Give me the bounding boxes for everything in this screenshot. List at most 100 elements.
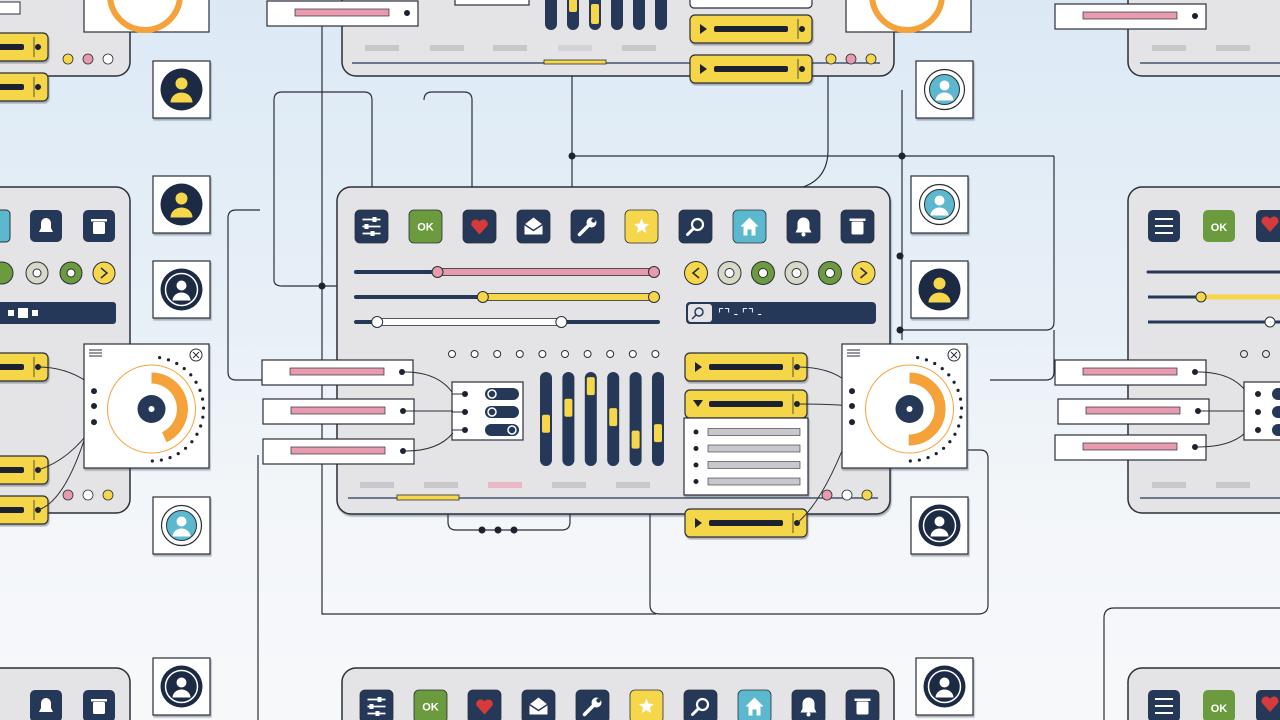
radio-dot[interactable] (448, 350, 456, 358)
equalizer-channel-2[interactable] (562, 372, 575, 466)
equalizer-channel-6[interactable] (652, 372, 664, 466)
toolbar-mail-open-button[interactable] (516, 209, 551, 244)
toggle-switch[interactable] (485, 424, 519, 436)
avatar-card[interactable] (152, 260, 211, 319)
toolbar-settings-sliders-button[interactable] (354, 209, 389, 244)
dropdown-list[interactable] (683, 417, 809, 496)
dropdown-list-item[interactable] (693, 477, 801, 486)
bottom-toolbar-search-button[interactable] (683, 689, 718, 720)
dial-widget[interactable] (83, 343, 210, 469)
dropdown-list-item[interactable] (693, 428, 801, 436)
text-field[interactable] (1057, 398, 1248, 425)
close-icon[interactable] (189, 348, 203, 362)
avatar-card[interactable] (915, 60, 974, 119)
text-field[interactable] (261, 359, 453, 393)
equalizer-knob[interactable] (564, 398, 573, 417)
radio-dot[interactable] (561, 350, 569, 358)
avatar-card[interactable] (152, 496, 211, 555)
text-field[interactable] (454, 0, 530, 6)
radio-dot[interactable] (515, 350, 524, 358)
toolbar-heart-button[interactable] (462, 209, 497, 244)
slider-1[interactable] (354, 266, 660, 278)
slider-thumb[interactable] (476, 291, 489, 303)
slider-thumb[interactable] (431, 266, 444, 278)
radio-dot[interactable] (583, 350, 592, 358)
dropdown-button[interactable] (0, 495, 49, 525)
bottom-toolbar-heart-button[interactable] (467, 689, 502, 720)
equalizer-knob[interactable] (542, 414, 550, 433)
bottom-toolbar-home-button[interactable] (737, 689, 772, 720)
toggle-switch[interactable] (485, 406, 519, 418)
dial-widget[interactable] (83, 0, 210, 33)
search-bar[interactable]: ⌜⌝ - ⌜⌝ - (686, 302, 876, 324)
carousel-plain[interactable] (784, 261, 809, 285)
equalizer-knob[interactable] (654, 424, 662, 443)
radio-dot[interactable] (628, 350, 637, 358)
dropdown-button[interactable] (689, 54, 813, 84)
bottom-toolbar-trash-button[interactable] (845, 689, 880, 720)
radio-dot[interactable] (651, 350, 660, 358)
toolbar-ok-button[interactable]: OK (408, 209, 443, 244)
avatar-card[interactable] (910, 496, 969, 555)
bottom-toolbar-ok-button[interactable]: OK (413, 689, 448, 720)
text-field[interactable] (262, 398, 453, 425)
carousel-selected[interactable] (818, 261, 842, 285)
toolbar-bell-button[interactable] (786, 209, 821, 244)
avatar-card[interactable] (910, 175, 969, 234)
carousel-arrow-right[interactable] (851, 261, 876, 285)
text-field[interactable] (1054, 432, 1246, 461)
toolbar-home-button[interactable] (732, 209, 767, 244)
text-field[interactable] (266, 0, 419, 27)
radio-dot[interactable] (606, 350, 615, 358)
slider-thumb[interactable] (648, 266, 660, 278)
toolbar-trash-button[interactable] (840, 209, 875, 244)
dropdown-list-item[interactable] (693, 444, 801, 453)
dropdown-button[interactable] (0, 455, 49, 485)
toolbar-star-button[interactable] (624, 209, 659, 244)
equalizer-channel-3[interactable] (584, 372, 597, 466)
avatar-card[interactable] (910, 260, 969, 319)
close-icon[interactable] (947, 348, 961, 362)
slider-2[interactable] (354, 291, 660, 303)
avatar-card[interactable] (152, 657, 211, 716)
equalizer-channel-5[interactable] (629, 372, 642, 466)
bottom-toolbar-star-button[interactable] (629, 689, 664, 720)
carousel-plain[interactable] (717, 261, 742, 285)
slider-3[interactable] (354, 316, 660, 328)
equalizer-knob[interactable] (586, 377, 595, 396)
dropdown-button-open[interactable] (684, 389, 808, 419)
radio-dot[interactable] (538, 350, 547, 358)
dropdown-button[interactable] (684, 508, 808, 538)
avatar-card[interactable] (152, 60, 211, 119)
bottom-toolbar-settings-sliders-button[interactable] (359, 689, 394, 720)
dropdown-button[interactable] (689, 14, 813, 44)
equalizer-channel-4[interactable] (607, 372, 620, 466)
bottom-toolbar-wrench-button[interactable] (575, 689, 610, 720)
equalizer-channel-1[interactable] (540, 372, 552, 466)
avatar-card[interactable] (915, 657, 974, 716)
dropdown-button[interactable] (0, 352, 49, 382)
text-field[interactable] (1054, 359, 1246, 391)
bottom-toolbar-mail-open-button[interactable] (521, 689, 556, 720)
slider-thumb[interactable] (648, 291, 660, 303)
dropdown-button[interactable] (0, 72, 49, 102)
text-field[interactable] (689, 0, 813, 9)
toolbar-wrench-button[interactable] (570, 209, 605, 244)
slider-thumb[interactable] (555, 316, 568, 328)
dropdown-button[interactable] (0, 32, 49, 62)
bottom-toolbar-bell-button[interactable] (791, 689, 826, 720)
dropdown-button[interactable] (684, 352, 808, 382)
text-field[interactable] (1054, 3, 1207, 30)
carousel-arrow-left[interactable] (684, 261, 708, 285)
avatar-card[interactable] (152, 175, 211, 234)
radio-dot[interactable] (493, 350, 502, 358)
slider-thumb[interactable] (371, 316, 384, 328)
equalizer-knob[interactable] (631, 430, 640, 449)
toggle-switch[interactable] (485, 388, 519, 400)
text-field[interactable] (262, 432, 454, 465)
carousel-selected[interactable] (751, 261, 775, 285)
dial-widget[interactable] (841, 343, 968, 469)
radio-dot[interactable] (470, 350, 479, 358)
equalizer-knob[interactable] (609, 408, 618, 427)
toolbar-search-button[interactable] (678, 209, 713, 244)
